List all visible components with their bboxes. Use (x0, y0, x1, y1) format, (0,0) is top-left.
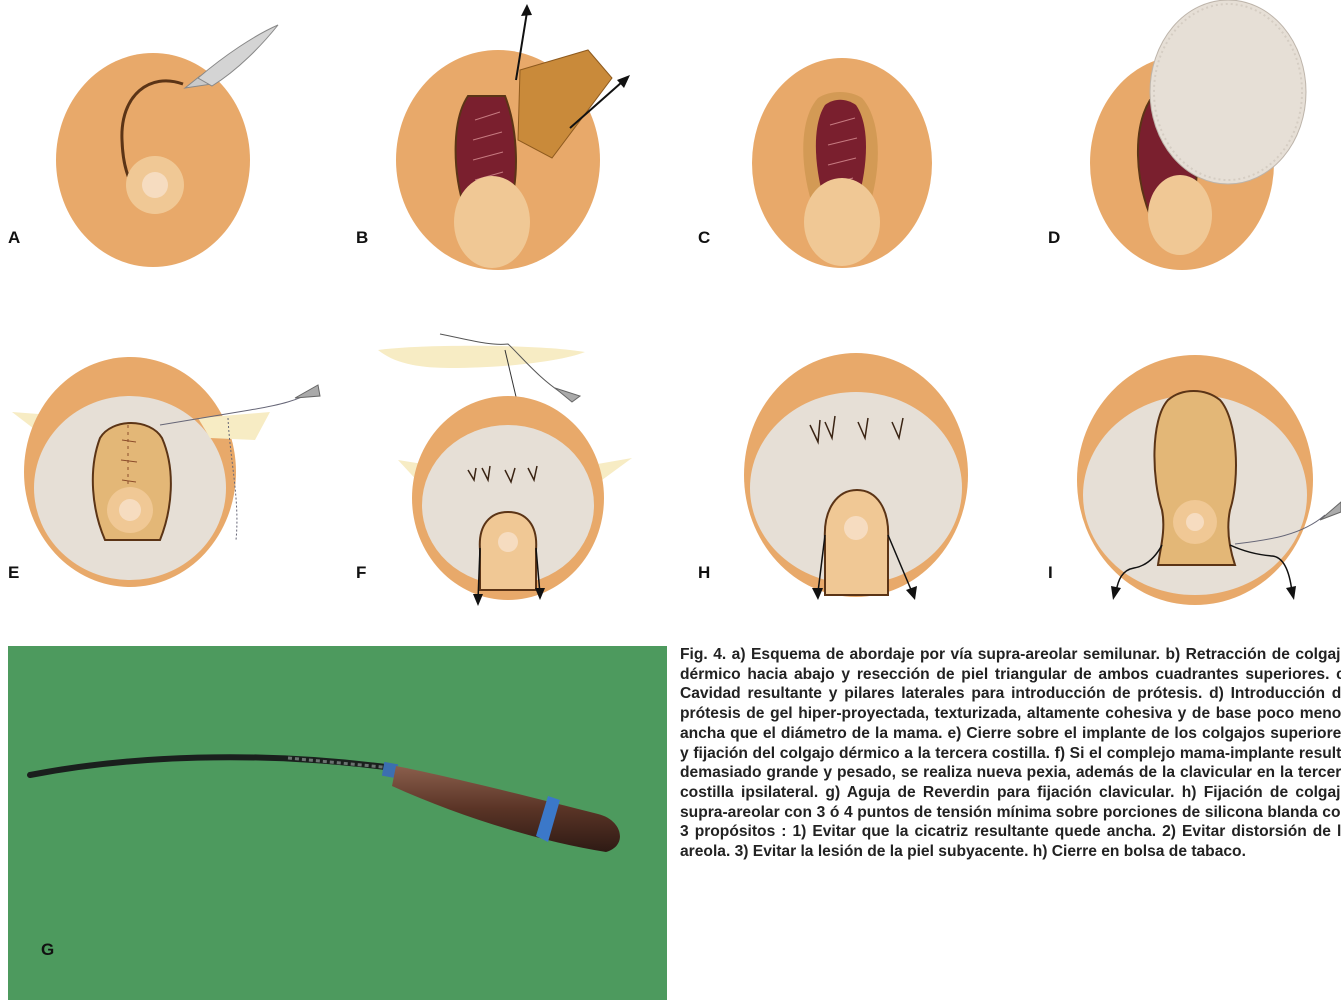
panel-i: I (1040, 330, 1341, 610)
panel-label-a: A (8, 228, 20, 248)
panel-f-illustration (340, 330, 670, 610)
panel-i-illustration (1040, 330, 1341, 610)
reverdin-needle-image (8, 646, 667, 1000)
panel-label-f: F (356, 563, 366, 583)
panel-e: E (0, 330, 330, 590)
panel-h: H (690, 330, 1020, 610)
figure-caption: Fig. 4. a) Esquema de abordaje por vía s… (680, 645, 1341, 862)
panel-label-i: I (1048, 563, 1053, 583)
panel-label-d: D (1048, 228, 1060, 248)
panel-label-h: H (698, 563, 710, 583)
panel-a: A (0, 0, 330, 270)
panel-f: F (340, 330, 670, 610)
panel-label-c: C (698, 228, 710, 248)
panel-c-illustration (690, 0, 1020, 270)
photo-label-g: G (41, 940, 54, 960)
panel-h-illustration (690, 330, 1020, 610)
panel-e-illustration (0, 330, 330, 590)
panel-d: D (1040, 0, 1341, 270)
reverdin-needle-photo: G (8, 646, 667, 1000)
panel-label-e: E (8, 563, 19, 583)
panel-label-b: B (356, 228, 368, 248)
panel-c: C (690, 0, 1020, 270)
caption-text: Fig. 4. a) Esquema de abordaje por vía s… (680, 645, 1341, 862)
panel-a-illustration (0, 0, 330, 270)
panel-b: B (340, 0, 670, 270)
panel-b-illustration (340, 0, 670, 270)
panel-d-illustration (1040, 0, 1341, 270)
